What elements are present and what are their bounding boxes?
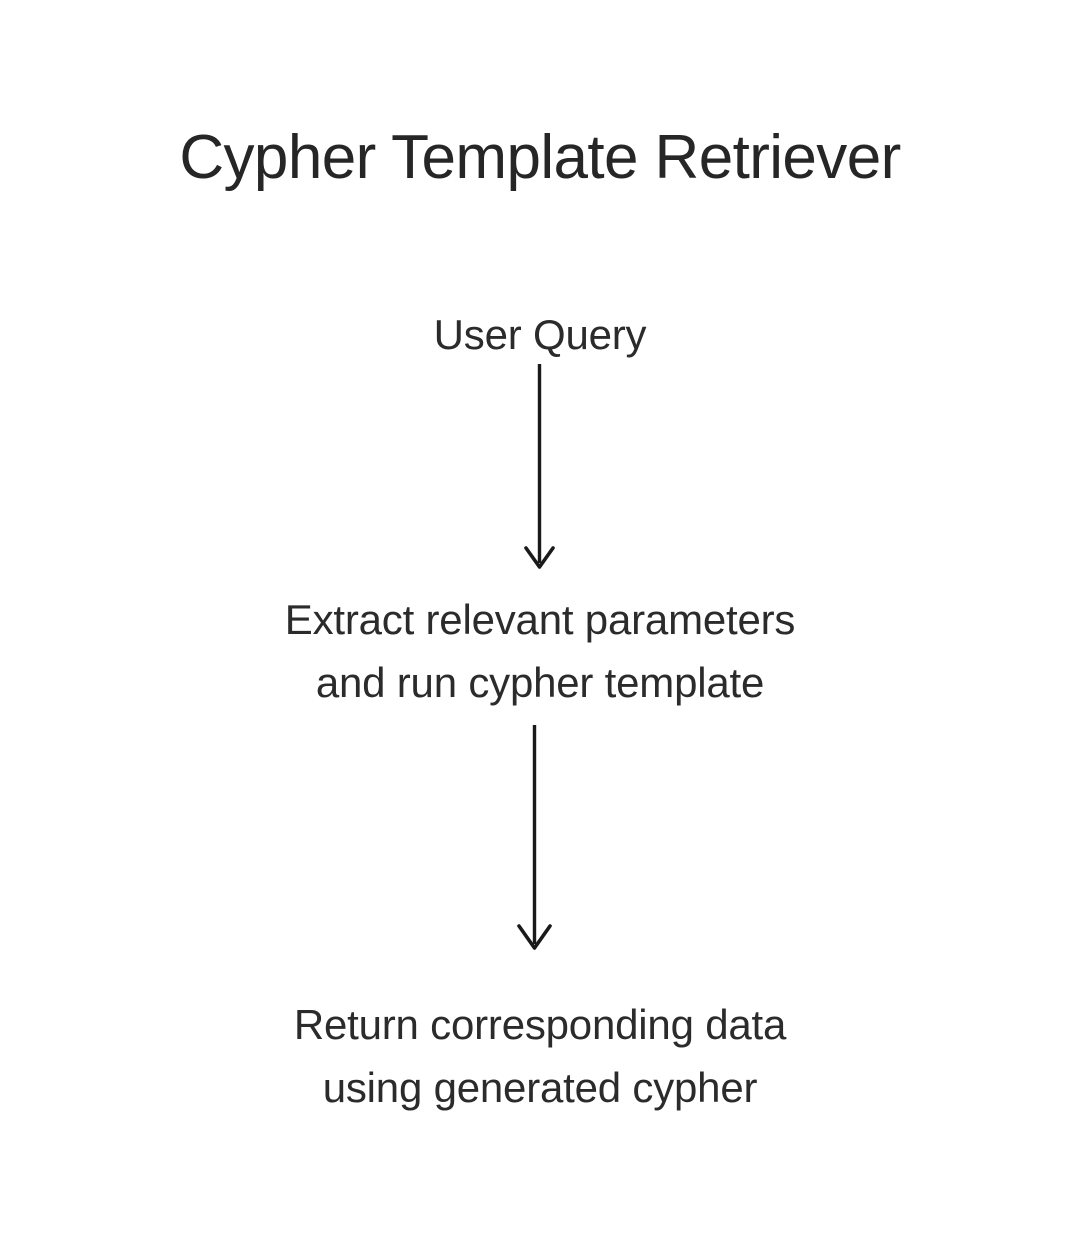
flow-node-user-query: User Query	[0, 303, 1080, 366]
page-title: Cypher Template Retriever	[179, 123, 901, 192]
flow-node-extract-parameters-line-2: and run cypher template	[315, 659, 765, 706]
flow-node-return-data: Return corresponding data using generate…	[0, 993, 1080, 1119]
arrow-down-icon	[517, 725, 552, 950]
flow-node-extract-parameters: Extract relevant parameters and run cyph…	[0, 588, 1080, 714]
arrow-user-query-to-extract	[505, 360, 575, 575]
flow-node-extract-parameters-line-1: Extract relevant parameters	[284, 596, 796, 643]
flow-node-return-data-line-1: Return corresponding data	[293, 1001, 787, 1048]
arrow-extract-to-return	[500, 720, 570, 955]
flow-node-user-query-line-1: User Query	[433, 311, 647, 358]
arrow-down-icon	[524, 364, 555, 569]
flow-node-return-data-line-2: using generated cypher	[322, 1064, 758, 1111]
